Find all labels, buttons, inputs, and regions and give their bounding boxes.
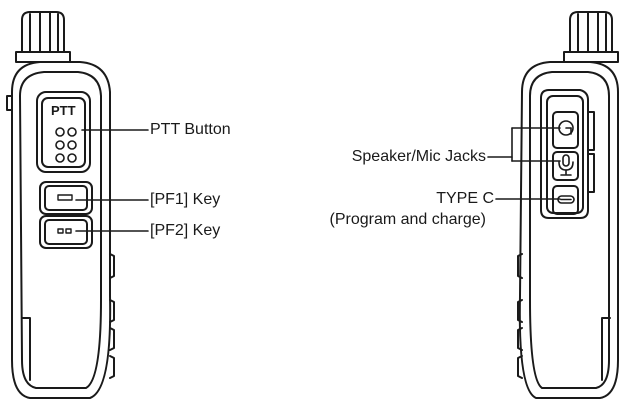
type-c-sublabel: (Program and charge) bbox=[329, 211, 486, 228]
type-c-label: TYPE C bbox=[436, 190, 494, 207]
speaker-mic-jacks-label: Speaker/Mic Jacks bbox=[351, 148, 486, 165]
microphone-icon bbox=[558, 154, 574, 176]
ptt-button-label: PTT Button bbox=[150, 121, 231, 138]
pf1-key bbox=[39, 181, 93, 215]
pf2-key-label: [PF2] Key bbox=[150, 222, 221, 239]
ptt-badge-text: PTT bbox=[51, 103, 76, 118]
left-antenna-knob bbox=[15, 11, 71, 63]
left-side-button-2 bbox=[109, 299, 115, 323]
pf2-key bbox=[39, 215, 93, 249]
left-side-button-4 bbox=[109, 355, 115, 379]
ptt-button bbox=[36, 91, 91, 173]
left-side-button-1 bbox=[109, 253, 115, 279]
port-cover bbox=[540, 89, 595, 219]
right-antenna-knob bbox=[563, 11, 619, 63]
left-radio bbox=[6, 11, 149, 399]
left-side-button-3 bbox=[109, 327, 115, 351]
pf1-key-label: [PF1] Key bbox=[150, 191, 221, 208]
right-radio bbox=[487, 11, 619, 399]
jacks-leader-lines bbox=[487, 127, 561, 162]
